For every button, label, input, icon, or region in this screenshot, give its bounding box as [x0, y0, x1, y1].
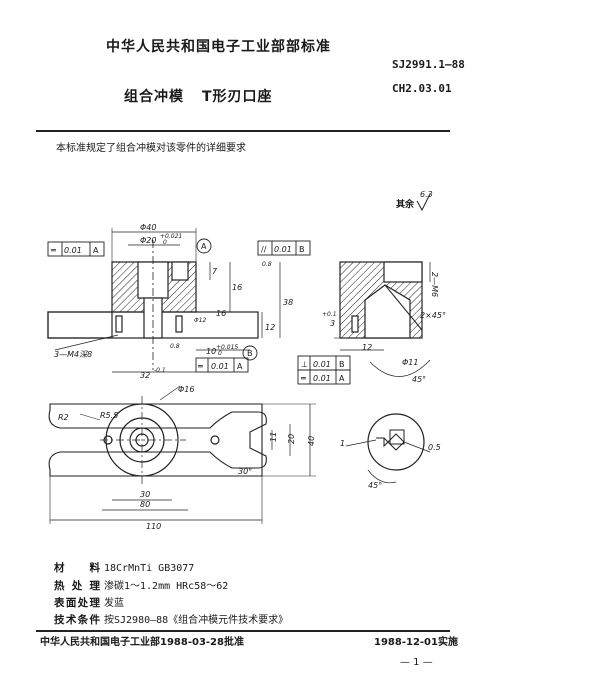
svg-text:0.01: 0.01: [64, 246, 82, 255]
svg-text:3—M4深8: 3—M4深8: [54, 350, 92, 359]
alt-code: CH2.03.01: [392, 82, 452, 95]
footer-rule: [36, 630, 450, 632]
svg-text:0.01: 0.01: [274, 245, 292, 254]
svg-text:3: 3: [330, 319, 335, 328]
svg-text:A: A: [93, 246, 99, 255]
svg-text:2—M6: 2—M6: [430, 272, 439, 297]
svg-text:1: 1: [340, 439, 345, 448]
spec-value: 按SJ2980—88《组合冲模元件技术要求》: [104, 615, 289, 626]
svg-text:38: 38: [283, 298, 293, 307]
standard-body: 中华人民共和国电子工业部部标准: [106, 39, 331, 55]
svg-text:B: B: [339, 360, 345, 369]
svg-text:6.3: 6.3: [420, 190, 433, 199]
svg-text:80: 80: [140, 500, 150, 509]
surface-finish-note: 其余 6.3: [396, 190, 433, 212]
header-rule: [36, 130, 450, 132]
svg-text:Φ16: Φ16: [178, 385, 194, 394]
svg-text:Φ11: Φ11: [402, 358, 418, 367]
svg-text:-0.1: -0.1: [154, 367, 166, 374]
svg-text:0.5: 0.5: [428, 443, 441, 452]
side-view: [297, 261, 431, 385]
engineering-drawing: 其余 6.3: [47, 190, 446, 531]
front-view: [47, 228, 311, 373]
spec-key: 热处理: [54, 580, 100, 592]
front-view-labels: Φ40 Φ20 +0.021 0 A ═ 0.01 A // 0.01 B 0.…: [50, 223, 305, 380]
svg-text:B: B: [247, 349, 253, 358]
spec-key: 材 料: [54, 562, 100, 574]
spec-row-technical: 技术条件按SJ2980—88《组合冲模元件技术要求》: [54, 611, 288, 627]
spec-key: 技术条件: [54, 614, 100, 626]
effective-date: 1988-12-01实施: [374, 637, 458, 648]
svg-text:12: 12: [362, 343, 372, 352]
svg-text:═: ═: [300, 374, 306, 383]
spec-value: 渗碳1～1.2mm HRc58～62: [104, 581, 229, 592]
plan-view-labels: R2 R5.5 Φ16 11 20 40 30 80 110 30°: [58, 385, 316, 531]
svg-text:30°: 30°: [238, 467, 252, 476]
svg-text:40: 40: [307, 436, 316, 446]
detail-view-labels: 1 0.5 45°: [340, 439, 441, 490]
svg-text:Φ12: Φ12: [194, 317, 207, 324]
svg-text:0.01: 0.01: [313, 360, 331, 369]
svg-text:═: ═: [50, 246, 56, 255]
svg-text:0: 0: [218, 350, 222, 357]
spec-row-material: 材 料 18CrMnTi GB3077: [54, 560, 194, 575]
svg-text:110: 110: [146, 522, 161, 531]
svg-text:+0.021: +0.021: [160, 233, 182, 240]
svg-text:0.01: 0.01: [313, 374, 331, 383]
svg-text:30: 30: [140, 490, 150, 499]
svg-text:+0.015: +0.015: [216, 344, 238, 351]
title-main: 组合冲模: [124, 89, 184, 105]
standard-code: SJ2991.1—88: [392, 58, 465, 71]
spec-key: 表面处理: [54, 597, 100, 609]
title-sub: T形刃口座: [202, 89, 273, 105]
svg-text:R2: R2: [58, 413, 69, 422]
svg-text:16: 16: [216, 309, 226, 318]
spec-row-surface: 表面处理发蓝: [54, 594, 124, 610]
svg-text:10: 10: [206, 347, 216, 356]
spec-row-heat-treatment: 热处理渗碳1～1.2mm HRc58～62: [54, 577, 228, 593]
svg-text:+0.1: +0.1: [322, 311, 337, 318]
svg-text:═: ═: [197, 362, 203, 371]
svg-text:A: A: [237, 362, 243, 371]
svg-text:16: 16: [232, 283, 242, 292]
side-view-labels: 2—M6 2×45° ⊥ 0.01 B ═ 0.01 A Φ11 45° 12 …: [300, 272, 446, 384]
spec-value: 18CrMnTi GB3077: [104, 563, 195, 574]
svg-text://: //: [261, 245, 267, 254]
spec-value: 发蓝: [104, 598, 124, 609]
approval-note: 中华人民共和国电子工业部1988-03-28批准: [40, 637, 244, 648]
document-title: 组合冲模 T形刃口座: [124, 86, 273, 106]
svg-text:0.01: 0.01: [211, 362, 229, 371]
svg-text:2×45°: 2×45°: [420, 311, 446, 320]
scope-text: 本标准规定了组合冲模对该零件的详细要求: [56, 143, 246, 154]
svg-text:0.8: 0.8: [170, 343, 180, 350]
svg-text:A: A: [339, 374, 345, 383]
svg-text:Φ20: Φ20: [140, 236, 156, 245]
page-number: — 1 —: [400, 657, 433, 668]
svg-text:20: 20: [287, 434, 296, 444]
svg-text:0.8: 0.8: [262, 261, 272, 268]
svg-text:Φ40: Φ40: [140, 223, 156, 232]
svg-text:⊥: ⊥: [301, 360, 308, 369]
detail-view: [345, 413, 431, 484]
svg-text:R5.5: R5.5: [100, 411, 118, 420]
svg-text:45°: 45°: [368, 481, 382, 490]
svg-text:B: B: [299, 245, 305, 254]
svg-text:7: 7: [212, 267, 218, 276]
plan-view: [48, 385, 316, 524]
svg-text:12: 12: [265, 323, 275, 332]
svg-text:45°: 45°: [412, 375, 426, 384]
svg-text:A: A: [201, 242, 207, 251]
svg-text:其余: 其余: [396, 198, 415, 210]
svg-text:0: 0: [163, 239, 167, 246]
svg-text:11: 11: [269, 432, 278, 442]
svg-text:32: 32: [140, 371, 150, 380]
